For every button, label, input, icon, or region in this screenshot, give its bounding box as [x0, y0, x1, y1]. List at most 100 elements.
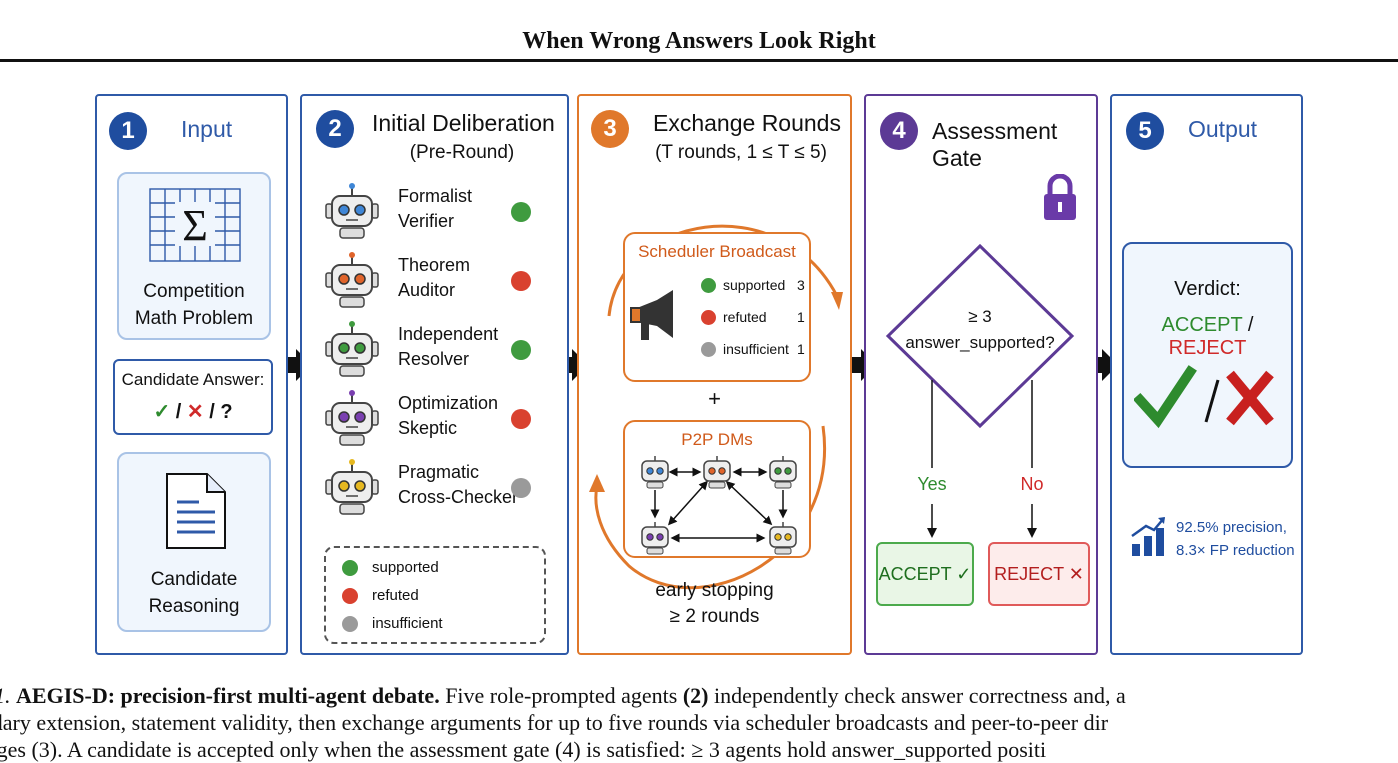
running-title: When Wrong Answers Look Right — [522, 28, 876, 54]
panel-subtitle-deliberation: (Pre-Round) — [409, 142, 515, 163]
caption-line1-b: independently check answer correctness a… — [708, 683, 1126, 708]
reasoning-line2: Reasoning — [148, 596, 240, 617]
mini-robot-icon — [769, 522, 797, 555]
caption-line2: condary extension, statement validity, t… — [0, 710, 1109, 735]
agent-status-dot-supported — [511, 340, 531, 360]
status-legend: supported refuted insufficient — [324, 546, 546, 644]
problem-line2: Math Problem — [134, 308, 254, 329]
yes-label: Yes — [917, 474, 947, 494]
tally-green-dot — [701, 278, 716, 293]
step-number-1: 1 — [109, 112, 147, 150]
figure-caption: ure 1. AEGIS-D: precision-first multi-ag… — [0, 682, 1398, 763]
legend-red-dot — [342, 588, 358, 604]
step-number-3: 3 — [591, 110, 629, 148]
caption-figure-label: ure 1. — [0, 683, 11, 708]
panel-input: 1 Input Σ Competition Math Problem Candi… — [95, 94, 288, 655]
tally-insufficient-count: 1 — [797, 341, 805, 357]
agent-role: Resolver — [398, 349, 470, 369]
tally-supported-count: 3 — [797, 277, 805, 293]
agent-status-dot-insufficient — [511, 478, 531, 498]
plus-sign: + — [708, 386, 721, 411]
stats-fp-reduction: 8.3× FP reduction — [1176, 542, 1295, 559]
problem-line1: Competition — [143, 281, 245, 302]
tally-red-dot — [701, 310, 716, 325]
p2p-graph — [641, 456, 797, 555]
caption-line1-a: Five role-prompted agents — [439, 683, 683, 708]
tally-insufficient-label: insufficient — [723, 341, 789, 357]
agent-name: Formalist — [398, 186, 473, 206]
mini-robot-icon — [769, 456, 797, 489]
mini-robot-icon — [641, 522, 669, 555]
broadcast-title: Scheduler Broadcast — [638, 242, 796, 261]
gate-diagram — [885, 243, 1075, 538]
verdict-reject: REJECT — [1168, 337, 1247, 359]
panel-assessment-gate: 4 Assessment Gate ≥ 3 answer_supported? … — [864, 94, 1098, 655]
legend-supported: supported — [372, 559, 439, 576]
legend-gray-dot — [342, 616, 358, 632]
megaphone-icon — [630, 290, 673, 340]
verdict-label: Verdict: — [1174, 278, 1241, 300]
step-number-4: 4 — [880, 112, 918, 150]
question-icon: ? — [220, 401, 233, 423]
robot-icon — [325, 390, 379, 446]
tally-refuted-label: refuted — [723, 309, 767, 325]
panel-initial-deliberation: 2 Initial Deliberation (Pre-Round) Forma… — [300, 94, 569, 655]
legend-refuted: refuted — [372, 587, 419, 604]
panel-exchange-rounds: 3 Exchange Rounds (T rounds, 1 ≤ T ≤ 5) … — [577, 94, 852, 655]
robot-icon — [325, 252, 379, 308]
agent-status-dot-refuted — [511, 409, 531, 429]
mini-robot-icon — [703, 456, 731, 489]
p2p-title: P2P DMs — [681, 430, 753, 449]
agent-name: Theorem — [398, 255, 471, 275]
bar-chart-icon — [1131, 517, 1165, 556]
gate-reject-box: REJECT ✕ — [988, 542, 1090, 606]
gate-condition: ≥ 3 answer_supported? — [888, 304, 1072, 356]
robot-icon — [325, 183, 379, 239]
tally-refuted-count: 1 — [797, 309, 805, 325]
panel-title-input: Input — [181, 116, 233, 142]
gate-condition-line2: answer_supported? — [905, 333, 1055, 352]
candidate-answer-box: Candidate Answer: ✓ / ✕ / ? — [113, 359, 273, 435]
panel-title-exchange: Exchange Rounds — [653, 110, 841, 136]
agent-name: Optimization — [398, 393, 499, 413]
robot-icon — [325, 459, 379, 515]
problem-card: Σ Competition Math Problem — [117, 172, 271, 340]
agent-status-dot-refuted — [511, 271, 531, 291]
early-stop-line1: early stopping — [655, 580, 774, 601]
sigma-symbol: Σ — [182, 201, 208, 250]
robot-icon — [325, 321, 379, 377]
agent-role: Verifier — [398, 211, 455, 231]
p2p-dms-box: P2P DMs — [623, 420, 811, 558]
verdict-accept: ACCEPT — [1161, 314, 1243, 336]
caption-bold-title: AEGIS-D: precision-first multi-agent deb… — [16, 683, 440, 708]
no-label: No — [1020, 474, 1044, 494]
agent-role: Auditor — [398, 280, 456, 300]
legend-green-dot — [342, 560, 358, 576]
agent-role: Skeptic — [398, 418, 458, 438]
agent-role: Cross-Checker — [398, 487, 519, 507]
candidate-answer-label: Candidate Answer: — [121, 370, 265, 389]
big-slash — [1204, 379, 1220, 423]
panel-output: 5 Output Verdict: ACCEPT / REJECT 92.5% … — [1110, 94, 1303, 655]
caption-line3: essages (3). A candidate is accepted onl… — [0, 737, 1047, 762]
lock-icon — [1044, 174, 1076, 220]
agent-status-dot-supported — [511, 202, 531, 222]
panel-subtitle-exchange: (T rounds, 1 ≤ T ≤ 5) — [655, 142, 827, 163]
panel-title-output: Output — [1188, 116, 1258, 142]
step-number-2: 2 — [316, 110, 354, 148]
reasoning-line1: Candidate — [150, 569, 238, 590]
panel-title-deliberation: Initial Deliberation — [372, 110, 555, 136]
grid-icon: Σ — [149, 188, 241, 262]
tally-supported-label: supported — [723, 277, 786, 293]
early-stopping-note: early stopping ≥ 2 rounds — [579, 578, 850, 630]
check-icon: ✓ — [153, 401, 171, 423]
early-stop-line2: ≥ 2 rounds — [669, 606, 760, 627]
gate-accept-box: ACCEPT ✓ — [876, 542, 974, 606]
step-number-5: 5 — [1126, 112, 1164, 150]
agent-name: Independent — [398, 324, 499, 344]
stats-precision: 92.5% precision, — [1176, 519, 1287, 536]
